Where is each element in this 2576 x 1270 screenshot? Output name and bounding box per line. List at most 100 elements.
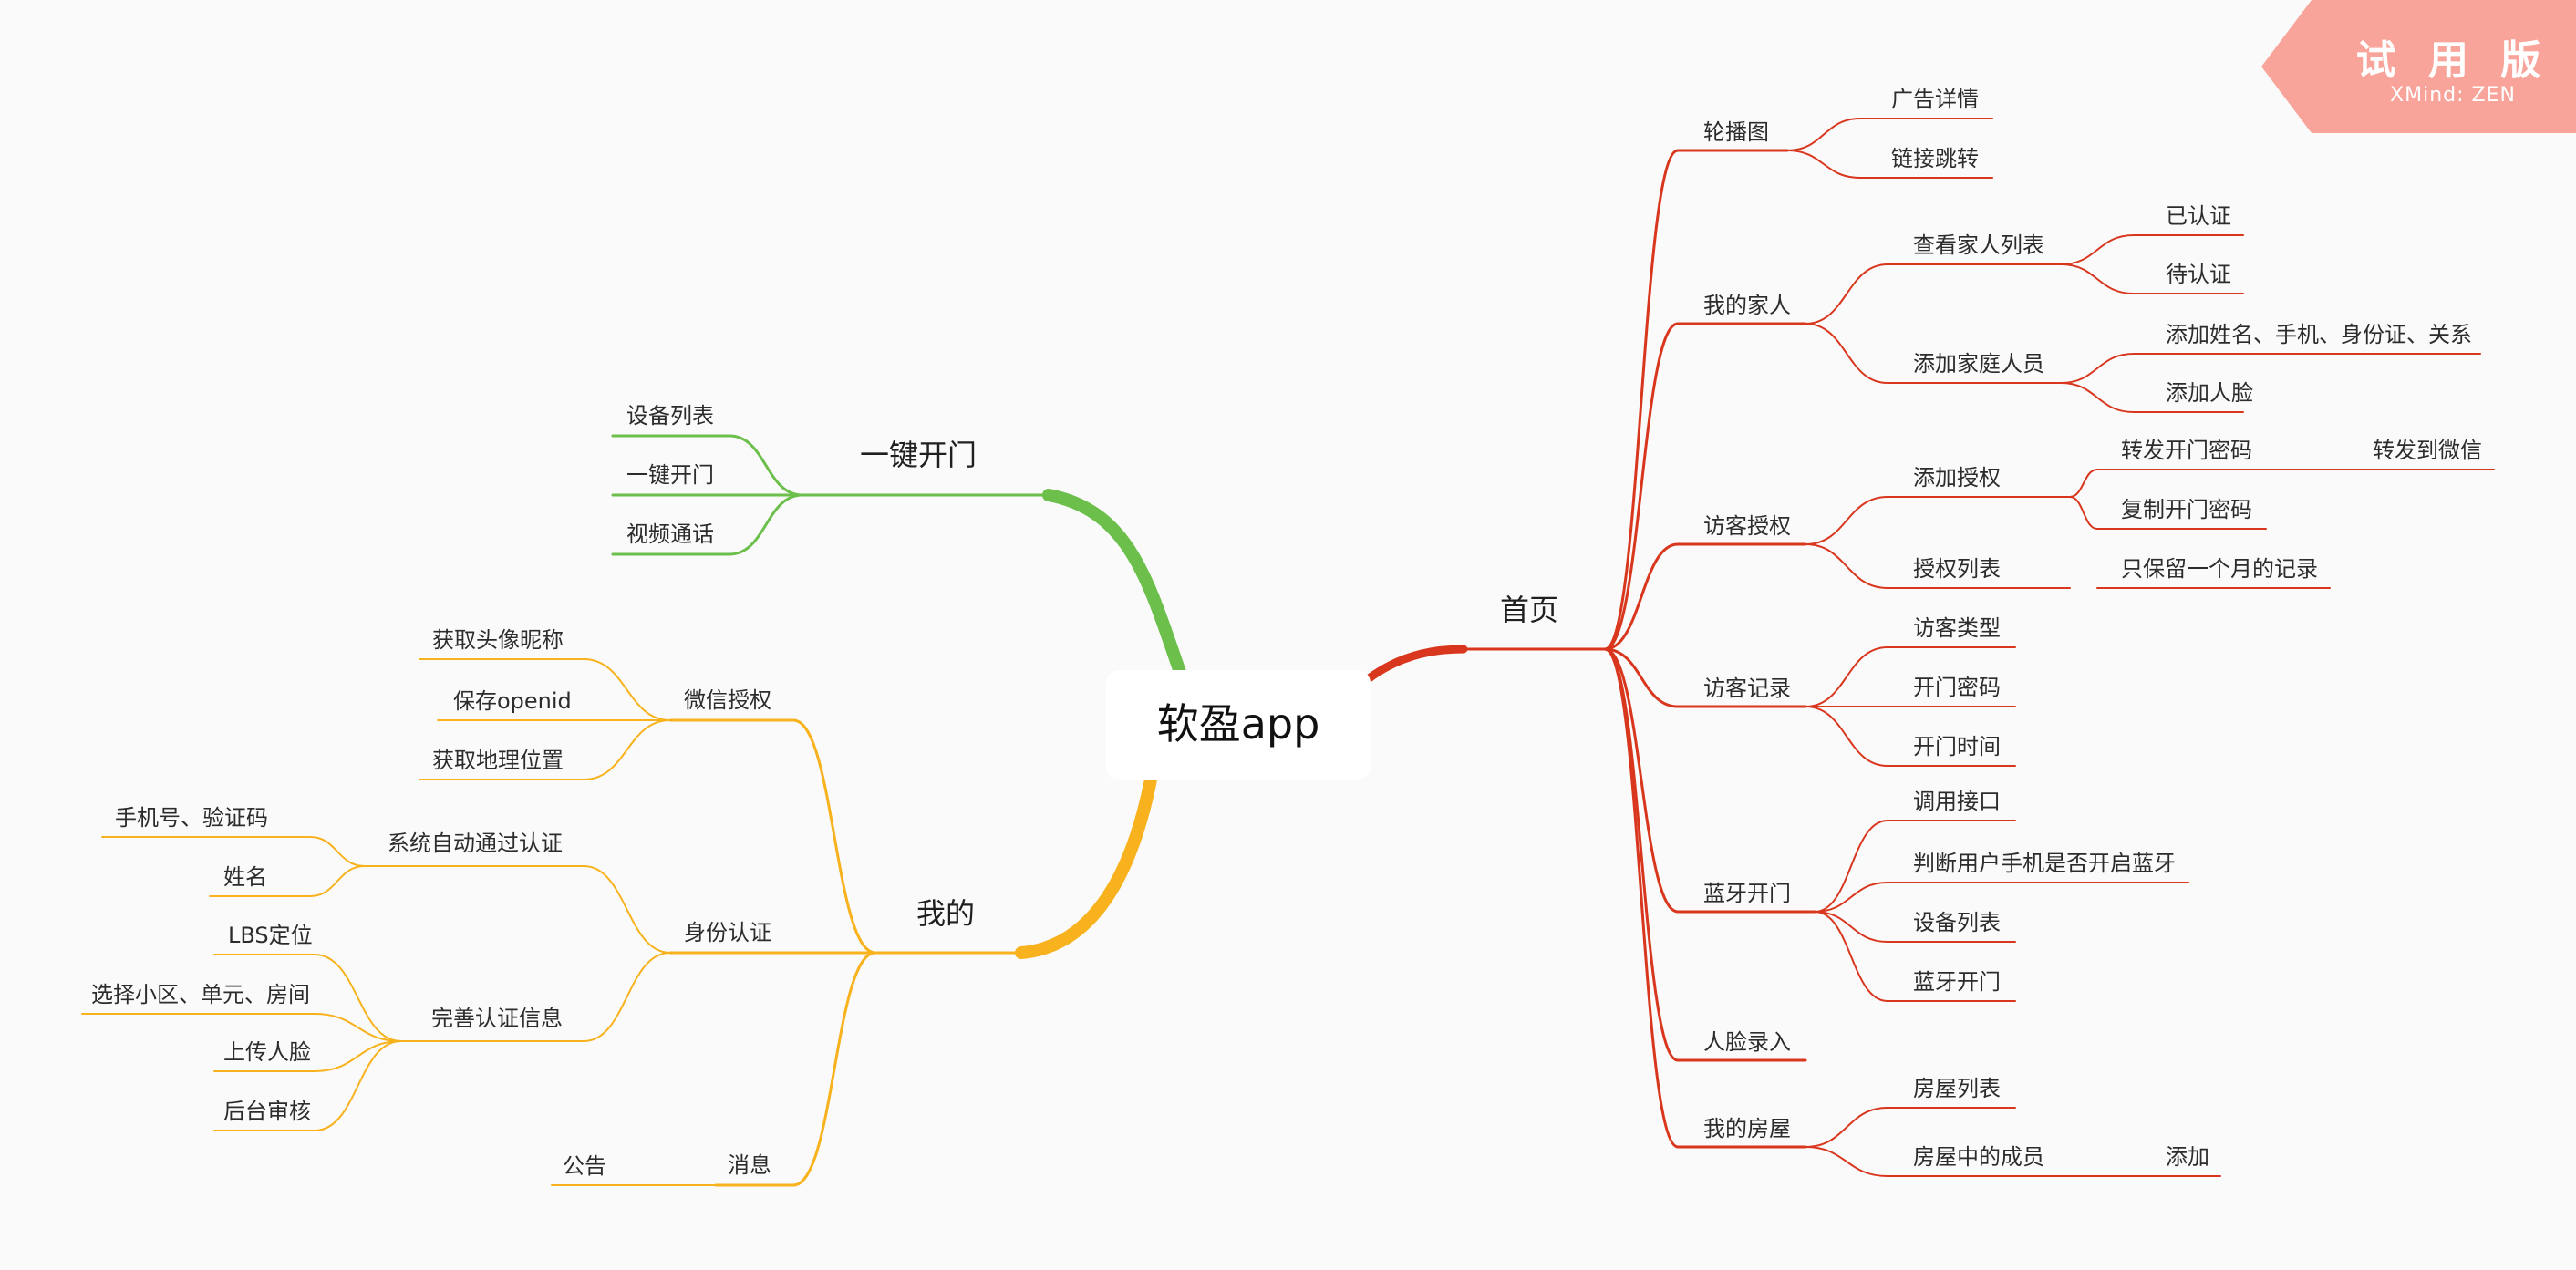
home-add-auth-child-0[interactable]: 转发开门密码	[2121, 438, 2252, 463]
home-forward-wechat[interactable]: 转发到微信	[2373, 438, 2482, 463]
connector-center-home	[1363, 645, 1468, 684]
home-visit-record-child-connector-2	[1805, 706, 1888, 767]
mine-wechat-child-0[interactable]: 获取头像昵称	[432, 627, 564, 653]
home-item-1[interactable]: 我的家人	[1703, 293, 1791, 318]
connector-home-5	[1603, 647, 1680, 1062]
home-visitor-auth-child-1[interactable]: 授权列表	[1913, 556, 2001, 582]
open-item-1[interactable]: 一键开门	[626, 462, 714, 488]
home-item-5[interactable]: 人脸录入	[1703, 1029, 1791, 1055]
connector-home-1	[1603, 322, 1680, 651]
trial-version-watermark: 试 用 版 XMind: ZEN	[2261, 0, 2576, 133]
open-item-2[interactable]: 视频通话	[626, 521, 714, 547]
center-node-label[interactable]: 软盈app	[1157, 699, 1320, 749]
home-family-child-connector-1	[1805, 323, 1888, 384]
home-family-list-child-1[interactable]: 待认证	[2166, 262, 2231, 287]
home-house-member-add[interactable]: 添加	[2166, 1144, 2209, 1170]
mine-id-child-1[interactable]: 完善认证信息	[431, 1006, 563, 1031]
open-connector-0	[728, 434, 804, 497]
mine-item-2[interactable]: 消息	[728, 1152, 771, 1178]
home-house-child-1[interactable]: 房屋中的成员	[1913, 1144, 2044, 1170]
mine-id-connector-0	[583, 865, 671, 954]
mine-item-0[interactable]: 微信授权	[684, 687, 771, 713]
home-auth-list-keep[interactable]: 只保留一个月的记录	[2121, 556, 2318, 582]
home-carousel-child-1[interactable]: 链接跳转	[1891, 146, 1979, 171]
mine-auto-auth-child-0[interactable]: 手机号、验证码	[115, 805, 268, 831]
watermark-subtitle: XMind: ZEN	[2390, 84, 2516, 107]
home-bluetooth-child-0[interactable]: 调用接口	[1913, 789, 2001, 814]
branch-home-label[interactable]: 首页	[1500, 593, 1558, 627]
home-item-6[interactable]: 我的房屋	[1703, 1116, 1791, 1141]
home-visitor-auth-child-connector-1	[1805, 543, 1888, 589]
mine-complete-info-child-connector-1	[314, 1013, 402, 1042]
home-bluetooth-child-connector-1	[1814, 882, 1888, 913]
mine-item-1[interactable]: 身份认证	[684, 920, 771, 945]
mine-id-connector-1	[583, 952, 671, 1042]
home-house-child-connector-1	[1805, 1146, 1888, 1177]
home-item-2[interactable]: 访客授权	[1703, 513, 1791, 539]
open-item-0[interactable]: 设备列表	[626, 403, 714, 428]
home-visit-record-child-1[interactable]: 开门密码	[1913, 675, 2001, 700]
branch-mine-label[interactable]: 我的	[916, 896, 975, 931]
center-node-box[interactable]	[1106, 670, 1371, 780]
home-item-4[interactable]: 蓝牙开门	[1703, 881, 1791, 906]
mine-auto-auth-child-connector-1	[309, 865, 366, 897]
home-house-child-connector-0	[1805, 1107, 1888, 1148]
home-family-list-child-connector-0	[2060, 234, 2135, 265]
home-family-add-child-1[interactable]: 添加人脸	[2166, 380, 2253, 406]
home-visit-record-child-2[interactable]: 开门时间	[1913, 734, 2001, 759]
connector-home-4	[1603, 647, 1680, 914]
mine-complete-info-child-1[interactable]: 选择小区、单元、房间	[91, 982, 310, 1007]
home-family-child-1[interactable]: 添加家庭人员	[1913, 351, 2044, 377]
home-family-add-child-connector-1	[2060, 382, 2135, 413]
home-carousel-child-connector-1	[1786, 150, 1861, 179]
mine-complete-info-child-2[interactable]: 上传人脸	[223, 1039, 311, 1065]
home-item-0[interactable]: 轮播图	[1703, 119, 1769, 145]
home-family-list-child-0[interactable]: 已认证	[2166, 203, 2231, 229]
mine-wechat-child-connector-0	[583, 658, 671, 721]
connector-center-open	[1042, 489, 1187, 681]
home-family-add-child-connector-0	[2060, 353, 2135, 384]
home-add-auth-child-connector-0	[2069, 469, 2098, 498]
mine-wechat-child-2[interactable]: 获取地理位置	[432, 748, 564, 773]
mine-complete-info-child-0[interactable]: LBS定位	[228, 923, 313, 948]
mine-complete-info-child-connector-2	[314, 1040, 402, 1072]
home-carousel-child-0[interactable]: 广告详情	[1891, 87, 1979, 112]
home-visit-record-child-0[interactable]: 访客类型	[1913, 615, 2001, 641]
home-bluetooth-child-connector-3	[1814, 911, 1888, 1002]
watermark-title: 试 用 版	[2355, 37, 2550, 84]
connector-home-0	[1603, 149, 1680, 651]
home-bluetooth-child-2[interactable]: 设备列表	[1913, 910, 2001, 935]
branch-open-label[interactable]: 一键开门	[860, 438, 977, 472]
mine-complete-info-child-connector-3	[314, 1040, 402, 1131]
home-house-child-0[interactable]: 房屋列表	[1913, 1076, 2001, 1101]
home-family-add-child-0[interactable]: 添加姓名、手机、身份证、关系	[2166, 322, 2472, 347]
mine-id-child-0[interactable]: 系统自动通过认证	[388, 831, 563, 856]
home-visitor-auth-child-connector-0	[1805, 496, 1888, 545]
home-family-child-connector-0	[1805, 263, 1888, 325]
home-family-list-child-connector-1	[2060, 263, 2135, 294]
home-family-child-0[interactable]: 查看家人列表	[1913, 232, 2044, 258]
home-bluetooth-child-3[interactable]: 蓝牙开门	[1913, 969, 2001, 995]
home-carousel-child-connector-0	[1786, 118, 1861, 151]
mine-complete-info-child-3[interactable]: 后台审核	[223, 1099, 311, 1124]
connector-center-mine	[1015, 773, 1157, 959]
mine-auto-auth-child-connector-0	[309, 836, 366, 867]
connector-home-6	[1603, 647, 1680, 1149]
mine-notice[interactable]: 公告	[563, 1153, 606, 1179]
home-item-3[interactable]: 访客记录	[1703, 676, 1791, 701]
mine-wechat-child-1[interactable]: 保存openid	[453, 688, 572, 714]
home-visitor-auth-child-0[interactable]: 添加授权	[1913, 465, 2001, 490]
mine-connector-0	[791, 718, 877, 955]
home-bluetooth-child-connector-0	[1814, 820, 1888, 913]
mine-auto-auth-child-1[interactable]: 姓名	[223, 864, 267, 890]
home-add-auth-child-connector-1	[2069, 496, 2098, 530]
connector-home-2	[1603, 542, 1680, 651]
home-visit-record-child-connector-0	[1805, 646, 1888, 707]
mine-connector-2	[791, 951, 877, 1187]
open-connector-2	[728, 493, 804, 556]
home-bluetooth-child-1[interactable]: 判断用户手机是否开启蓝牙	[1913, 851, 2176, 876]
connector-home-3	[1603, 647, 1680, 708]
mine-wechat-child-connector-2	[583, 719, 671, 780]
home-add-auth-child-1[interactable]: 复制开门密码	[2121, 497, 2252, 522]
mine-complete-info-child-connector-0	[314, 954, 402, 1042]
